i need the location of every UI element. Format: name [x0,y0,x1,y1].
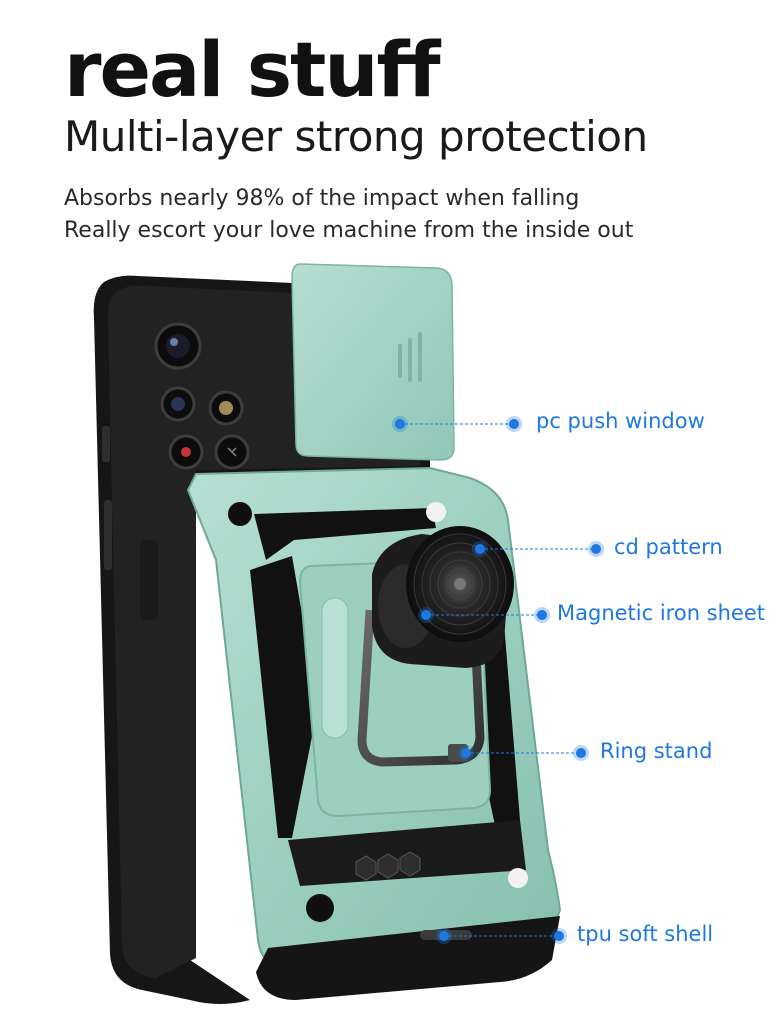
callout-leaders [400,423,595,937]
description-line-2: Really escort your love machine from the… [64,218,634,243]
headline: real stuff [64,25,441,114]
callout-magnetic-iron-sheet: Magnetic iron sheet [557,601,766,625]
callout-tpu-soft-shell: tpu soft shell [577,922,714,946]
camera-module [154,322,250,470]
ring-stand-dot [458,745,589,761]
armor-case [186,466,562,1000]
push-window [291,263,455,461]
magnetic-iron-sheet-dot [418,607,550,623]
pc-push-window-dot [392,416,522,432]
callout-dots [392,416,604,944]
callout-cd-pattern: cd pattern [614,535,723,559]
callout-pc-push-window: pc push window [536,409,705,433]
cd-pattern-dot [472,541,604,557]
callout-ring-stand: Ring stand [600,739,713,763]
ring-stand [357,609,485,767]
subheadline: Multi-layer strong protection [64,112,648,161]
magnetic-mount [372,526,514,668]
tpu-soft-shell-dot [436,928,567,944]
description-line-1: Absorbs nearly 98% of the impact when fa… [64,186,580,211]
